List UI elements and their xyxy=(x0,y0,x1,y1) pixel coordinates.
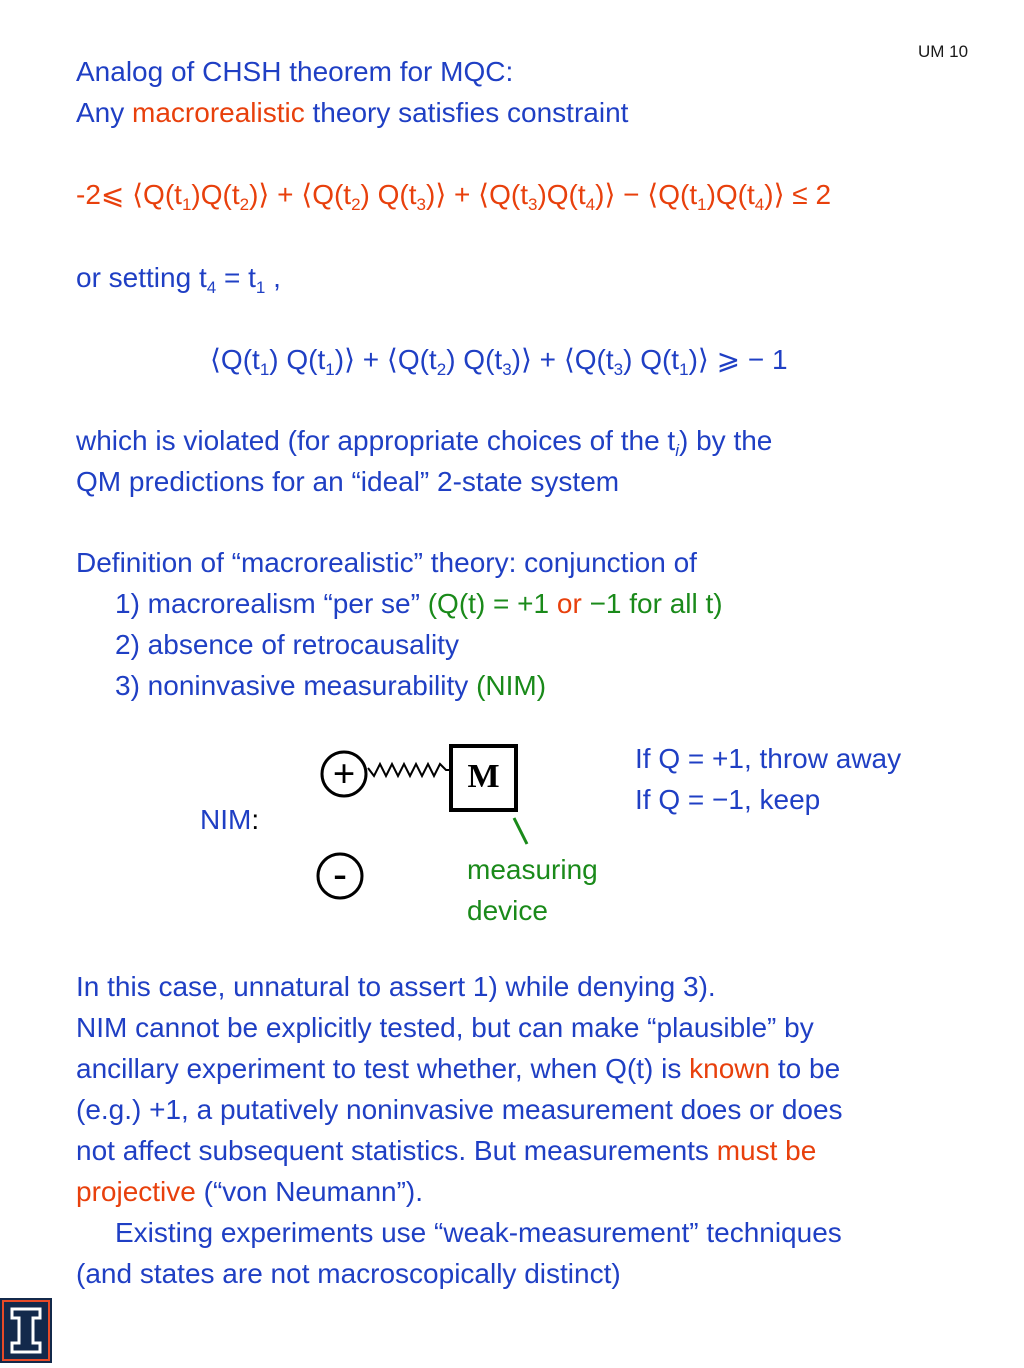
ineq-sub: 4 xyxy=(585,195,596,214)
device-letter: M xyxy=(467,758,500,795)
conclusion-line-6-text: (“von Neumann”). xyxy=(195,1176,424,1207)
conclusion-line-6: projective (“von Neumann”). xyxy=(76,1171,423,1212)
setting-part: = t xyxy=(216,262,256,293)
reduced-part: ) Q(t xyxy=(446,344,503,375)
violation-part: which is violated (for appropriate choic… xyxy=(76,425,676,456)
projective-highlight: projective xyxy=(76,1176,196,1207)
minus-symbol: - xyxy=(333,851,347,896)
reduced-part: )⟩ + ⟨Q(t xyxy=(334,344,437,375)
definition-item-3-green: (NIM) xyxy=(476,670,547,701)
minus-circle-icon xyxy=(316,852,364,900)
ineq-part: -2⩽ ⟨Q(t xyxy=(76,179,182,210)
measuring-device-box xyxy=(449,744,518,812)
macrorealistic-highlight: macrorealistic xyxy=(132,97,305,128)
slide-number: UM 10 xyxy=(918,42,969,61)
reduced-sub: 3 xyxy=(613,360,624,379)
ineq-part: )⟩ − ⟨Q(t xyxy=(595,179,698,210)
conclusion-line-5-text: not affect subsequent statistics. But me… xyxy=(76,1135,717,1166)
definition-item-1-green: −1 for all t) xyxy=(581,588,723,619)
conclusion-line-7: Existing experiments use “weak-measureme… xyxy=(115,1217,842,1248)
nim-label-colon: : xyxy=(251,804,260,835)
ineq-sub: 1 xyxy=(181,195,192,214)
device-pointer xyxy=(512,817,529,845)
ineq-sub: 2 xyxy=(239,195,250,214)
nim-label-text: NIM xyxy=(200,804,252,835)
selection-rule-2: If Q = −1, keep xyxy=(635,784,821,815)
ineq-sub: 2 xyxy=(351,195,361,214)
conclusion-line-5: not affect subsequent statistics. But me… xyxy=(76,1130,816,1171)
ineq-part: )Q(t xyxy=(706,179,755,210)
setting-line: or setting t4 = t1 , xyxy=(76,257,281,298)
heading-line-2-pre: Any xyxy=(76,97,133,128)
reduced-part: )⟩ + ⟨Q(t xyxy=(511,344,614,375)
heading-line-1: Analog of CHSH theorem for MQC: xyxy=(76,56,514,87)
conclusion-line-2: NIM cannot be explicitly tested, but can… xyxy=(76,1012,814,1043)
definition-item-1-or: or xyxy=(556,588,582,619)
violation-line-2: QM predictions for an “ideal” 2-state sy… xyxy=(76,466,620,497)
heading-line-2: Any macrorealistic theory satisfies cons… xyxy=(76,92,628,133)
spring-icon xyxy=(367,761,456,779)
reduced-sub: 2 xyxy=(436,360,447,379)
device-label-1: measuring xyxy=(467,854,598,885)
chsh-inequality: -2⩽ ⟨Q(t1)Q(t2)⟩ + ⟨Q(t2) Q(t3)⟩ + ⟨Q(t3… xyxy=(76,174,831,215)
plus-symbol: + xyxy=(332,751,356,796)
reduced-inequality: ⟨Q(t1) Q(t1)⟩ + ⟨Q(t2) Q(t3)⟩ + ⟨Q(t3) Q… xyxy=(210,339,788,380)
conclusion-line-1: In this case, unnatural to assert 1) whi… xyxy=(76,971,716,1002)
reduced-part: ⟨Q(t xyxy=(210,344,260,375)
violation-part: ) by the xyxy=(678,425,773,456)
ineq-sub: 3 xyxy=(416,195,427,214)
reduced-sub: 1 xyxy=(259,360,270,379)
ineq-part: )⟩ + ⟨Q(t xyxy=(426,179,528,210)
definition-item-1-green: (Q(t) = +1 xyxy=(427,588,557,619)
reduced-sub: 3 xyxy=(502,360,512,379)
heading-line-2-post: theory satisfies constraint xyxy=(304,97,629,128)
definition-item-3-text: 3) noninvasive measurability xyxy=(115,670,477,701)
setting-sub: 1 xyxy=(255,278,266,297)
definition-intro: Definition of “macrorealistic” theory: c… xyxy=(76,547,697,578)
ineq-part: ) Q(t xyxy=(360,179,417,210)
setting-part: or setting t xyxy=(76,262,207,293)
conclusion-line-3: ancillary experiment to test whether, wh… xyxy=(76,1048,840,1089)
selection-rule-1: If Q = +1, throw away xyxy=(635,743,902,774)
ineq-part: )Q(t xyxy=(537,179,586,210)
violation-sub: i xyxy=(675,441,679,460)
ineq-part: )⟩ ≤ 2 xyxy=(764,179,832,210)
ineq-sub: 1 xyxy=(697,195,707,214)
device-label-2: device xyxy=(467,895,548,926)
reduced-sub: 1 xyxy=(325,360,335,379)
block-i-icon xyxy=(2,1300,50,1361)
conclusion-line-3-text: to be xyxy=(770,1053,841,1084)
known-highlight: known xyxy=(689,1053,771,1084)
ineq-part: )⟩ + ⟨Q(t xyxy=(249,179,352,210)
definition-item-1: 1) macrorealism “per se” (Q(t) = +1 or −… xyxy=(115,583,723,624)
nim-label: NIM: xyxy=(200,799,259,840)
university-logo xyxy=(0,1298,52,1363)
nim-diagram xyxy=(316,744,529,900)
definition-item-2: 2) absence of retrocausality xyxy=(115,629,459,660)
conclusion-line-8: (and states are not macroscopically dist… xyxy=(76,1258,621,1289)
ineq-part: )Q(t xyxy=(191,179,240,210)
must-be-highlight: must be xyxy=(716,1135,817,1166)
reduced-part: )⟩ ⩾ − 1 xyxy=(688,344,788,375)
violation-line-1: which is violated (for appropriate choic… xyxy=(76,420,772,461)
ineq-sub: 3 xyxy=(527,195,538,214)
conclusion-line-4: (e.g.) +1, a putatively noninvasive meas… xyxy=(76,1094,843,1125)
setting-part: , xyxy=(265,262,281,293)
definition-item-3: 3) noninvasive measurability (NIM) xyxy=(115,665,546,706)
plus-circle-icon xyxy=(320,750,368,798)
reduced-part: ) Q(t xyxy=(269,344,326,375)
reduced-part: ) Q(t xyxy=(623,344,680,375)
conclusion-line-3-text: ancillary experiment to test whether, wh… xyxy=(76,1053,690,1084)
reduced-sub: 1 xyxy=(679,360,689,379)
definition-item-1-text: 1) macrorealism “per se” xyxy=(115,588,428,619)
ineq-sub: 4 xyxy=(754,195,765,214)
setting-sub: 4 xyxy=(206,278,217,297)
